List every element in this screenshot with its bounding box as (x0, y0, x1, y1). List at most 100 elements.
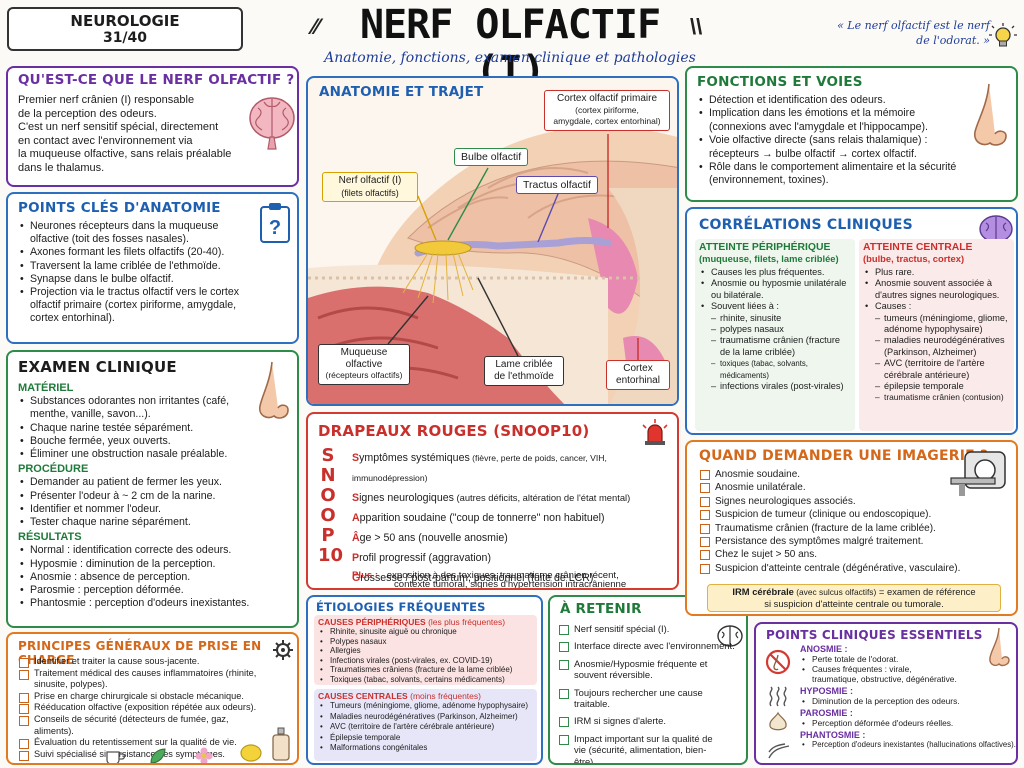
central-causes-title: CAUSES CENTRALES (318, 691, 408, 701)
list-item: Tumeurs (méningiome, gliome, adénome hyp… (318, 701, 533, 712)
list-item: Prise en charge chirurgicale si obstacle… (18, 691, 264, 703)
list-item: maladies neurodégénératives (Parkinson, … (875, 335, 1010, 358)
section-title-management: PRINCIPES GÉNÉRAUX DE PRISE EN CHARGE (18, 639, 262, 667)
flower-icon (195, 747, 213, 763)
plus-label: Plus : (352, 570, 379, 581)
list-item: AVC (territoire de l'artère cérébrale an… (318, 722, 533, 733)
label-text: de l'ethmoïde (494, 371, 554, 382)
list-item: Diminution de la perception des odeurs. (800, 696, 1014, 706)
snoop-term: pparition soudaine (359, 512, 447, 524)
steam-icon (769, 686, 787, 707)
label-text: (filets olfactifs) (341, 188, 399, 198)
clipboard-question-icon: ? (260, 203, 290, 243)
list-item: Tester chaque narine séparément. (18, 516, 256, 529)
label-cribriform-plate: Lame criblée de l'ethmoïde (484, 356, 564, 386)
nose-icon (974, 83, 1007, 146)
section-title-exam: EXAMEN CLINIQUE (18, 358, 177, 376)
snoop-term: rossesse / post-partum, positionnel (360, 572, 525, 584)
label-text: entorhinal (616, 375, 660, 386)
snoop-row: Signes neurologiques (autres déficits, a… (352, 488, 676, 508)
results-list: Normal : identification correcte des ode… (18, 544, 256, 610)
hyposmie-list: Diminution de la perception des odeurs. (800, 696, 1014, 706)
peripheral-lesion-title: ATTEINTE PÉRIPHÉRIQUE (699, 242, 831, 253)
parosmie-list: Perception déformée d'odeurs réelles. (800, 718, 1014, 728)
brain-small-icon (717, 625, 743, 647)
list-item: Présenter l'odeur à ~ 2 cm de la narine. (18, 490, 256, 503)
peripheral-causes-list: Rhinite, sinusite aiguë ou chronique Pol… (318, 627, 533, 685)
page-subtitle: Anatomie, fonctions, examen clinique et … (324, 50, 696, 66)
section-management: PRINCIPES GÉNÉRAUX DE PRISE EN CHARGE Id… (6, 632, 299, 765)
snoop-letter: N (320, 465, 336, 486)
essentials-content: ANOSMIE : Perte totale de l'odorat. Caus… (800, 644, 1016, 750)
section-anatomy-diagram: ANATOMIE ET TRAJET Nerf olfactif (I) (fi… (306, 76, 679, 406)
procedure-list: Demander au patient de fermer les yeux. … (18, 476, 256, 529)
mri-reference-note: IRM cérébrale (avec sulcus olfactifs) = … (707, 584, 1001, 612)
section-title-imaging: QUAND DEMANDER UNE IMAGERIE ? (699, 448, 989, 464)
siren-icon (642, 419, 668, 445)
peripheral-lesion-panel: ATTEINTE PÉRIPHÉRIQUE (muqueuse, filets,… (695, 239, 855, 431)
section-title-takeaways: À RETENIR (560, 601, 642, 617)
chapter-label: NEUROLOGIE (70, 12, 180, 30)
functions-list: Détection et identification des odeurs. … (697, 94, 969, 188)
list-item: Anosmie/Hyposmie fréquente et souvent ré… (558, 658, 718, 681)
nose-icon (258, 361, 289, 419)
list-item: AVC (territoire de l'artère cérébrale an… (875, 358, 1010, 381)
list-item: Identifier et nommer l'odeur. (18, 503, 256, 516)
section-essential-points: POINTS CLINIQUES ESSENTIELS ANOSMIE : Pe… (754, 622, 1018, 765)
list-item: épilepsie temporale (875, 381, 1010, 393)
snoop-letter: P (321, 525, 335, 546)
list-item: Substances odorantes non irritantes (caf… (18, 395, 256, 421)
quote-line1: « Le nerf olfactif est le nerf (837, 19, 990, 32)
snoop-row: Apparition soudaine ("coup de tonnerre" … (352, 508, 676, 528)
section-anatomy-keypoints: POINTS CLÉS D'ANATOMIE Neurones récepteu… (6, 192, 299, 344)
list-item: Voie olfactive directe (sans relais thal… (697, 134, 969, 161)
plus-line2: contexte tumoral, signes d'hypertension … (394, 579, 627, 590)
snoop-detail: (autres déficits, altération de l'état m… (453, 492, 631, 503)
page-title: NERF OLFACTIF (I) (359, 2, 661, 94)
quote-line2: de l'odorat. » (916, 34, 990, 47)
list-item: Toujours rechercher une cause traitable. (558, 687, 718, 710)
section-definition: QU'EST-CE QUE LE NERF OLFACTIF ? Premier… (6, 66, 299, 187)
no-smell-icon (765, 649, 791, 675)
snoop-term: ymptômes systémiques (359, 452, 470, 464)
list-item: Maladies neurodégénératives (Parkinson, … (318, 712, 533, 723)
coffee-cup-icon (106, 751, 126, 763)
list-item: Rééducation olfactive (exposition répété… (18, 702, 264, 714)
section-title-red-flags: DRAPEAUX ROUGES (SNOOP10) (318, 422, 590, 440)
snoop-initial: Â (352, 532, 360, 544)
nose-icon (989, 627, 1010, 667)
central-lesion-title: ATTEINTE CENTRALE (863, 242, 973, 253)
list-item: Anosmie : absence de perception. (18, 571, 256, 584)
definition-line: Premier nerf crânien (I) responsable (18, 94, 195, 106)
list-item: Malformations congénitales (318, 743, 533, 754)
parosmie-title: PAROSMIE : (800, 708, 853, 718)
exam-content: MATÉRIEL Substances odorantes non irrita… (18, 380, 256, 611)
title-spark-right: \\ (690, 14, 703, 39)
list-item: Demander au patient de fermer les yeux. (18, 476, 256, 489)
mint-leaf-icon (150, 748, 166, 763)
section-clinical-exam: EXAMEN CLINIQUE MATÉRIEL Substances odor… (6, 350, 299, 628)
list-item: Phantosmie : perception d'odeurs inexist… (18, 597, 256, 610)
list-item: Causes fréquentes : virale, traumatique,… (800, 664, 960, 684)
list-item: Hyposmie : diminution de la perception. (18, 558, 256, 571)
definition-line: C'est un nerf sensitif spécial, directem… (18, 121, 219, 134)
mri-conclusion: = examen de référence (876, 586, 976, 597)
peripheral-causes-header: CAUSES PÉRIPHÉRIQUES (les plus fréquente… (318, 617, 533, 627)
snoop-term: rofil progressif (359, 552, 426, 564)
section-functions: FONCTIONS ET VOIES Détection et identifi… (685, 66, 1018, 202)
lightbulb-icon (989, 23, 1017, 47)
section-title-correlations: CORRÉLATIONS CLINIQUES (699, 217, 913, 233)
exam-subtitle-results: RÉSULTATS (18, 531, 82, 544)
list-item: rhinite, sinusite (711, 313, 851, 325)
label-text: olfactive (345, 358, 383, 370)
section-title-functions: FONCTIONS ET VOIES (697, 74, 863, 90)
label-text: Muqueuse (340, 347, 388, 358)
label-primary-olfactory-cortex: Cortex olfactif primaire (cortex pirifor… (544, 90, 670, 131)
snoop-letter: O (320, 485, 336, 506)
hyposmie-title: HYPOSMIE : (800, 686, 854, 696)
snoop-detail: (fuite de LCR) (524, 572, 594, 584)
svg-text:?: ? (269, 217, 281, 239)
keypoints-list: Neurones récepteurs dans la muqueuse olf… (18, 220, 258, 326)
mri-detail: (avec sulcus olfactifs) (793, 587, 877, 597)
section-title-keypoints: POINTS CLÉS D'ANATOMIE (18, 200, 221, 216)
